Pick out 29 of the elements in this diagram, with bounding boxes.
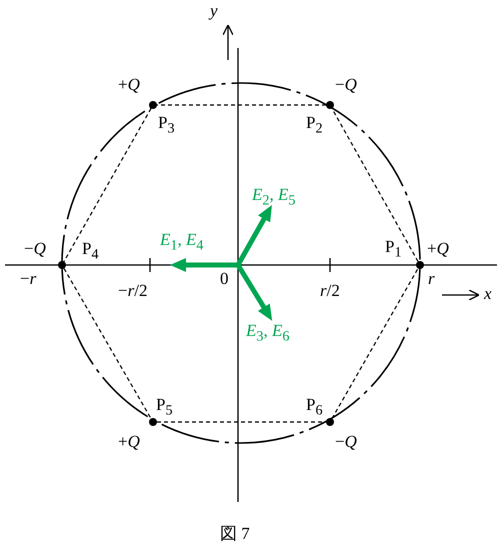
point-label: P$_{1}$ [385,238,402,260]
origin-label: 0 [220,270,228,287]
field-label: E$_{3}$, E$_{6}$ [246,322,290,344]
coordinate-label: −r/2 [118,282,148,299]
point-label: P$_{3}$ [158,114,175,136]
coordinate-label: −r [20,270,36,287]
point-label: P$_{2}$ [306,114,323,136]
caption: 図 7 [220,525,250,542]
dashed-line [331,268,419,419]
charge-label: +Q [118,433,140,450]
coordinate-label: r [428,270,435,287]
charge-label: +Q [427,240,449,257]
field-label: E$_{1}$, E$_{4}$ [160,231,204,253]
charge-label: −Q [335,76,357,93]
coordinate-label: r/2 [320,282,340,299]
axis-label: y [210,2,218,19]
charge-label: +Q [118,76,140,93]
charge-label: −Q [335,433,357,450]
axis-label: x [484,285,492,302]
charge-label: −Q [24,240,46,257]
dashed-line [63,268,152,419]
dashed-line [331,108,419,262]
point-label: P$_{4}$ [82,240,99,262]
field-label: E$_{2}$, E$_{5}$ [252,186,296,208]
point-label: P$_{5}$ [156,396,173,418]
dashed-line [157,421,326,423]
dashed-line [63,108,152,262]
dashed-line [157,104,326,106]
point-label: P$_{6}$ [306,396,323,418]
